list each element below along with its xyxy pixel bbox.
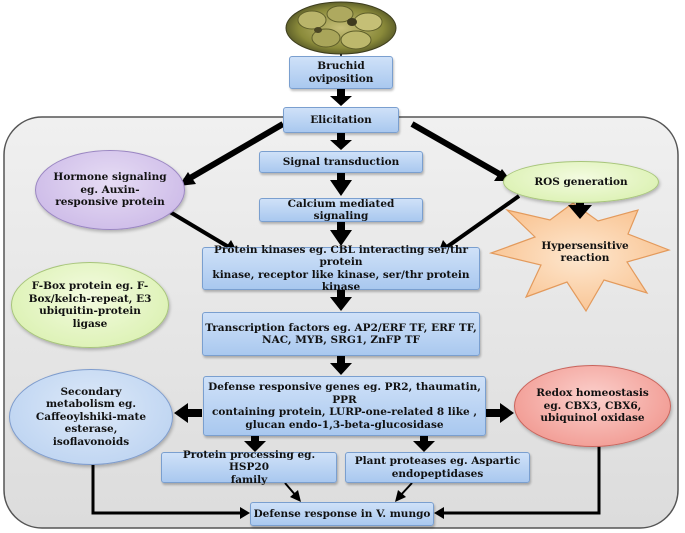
- hypersensitive-reaction-label: Hypersensitive reaction: [541, 239, 629, 265]
- protein-kinases-box: Protein kinases eg. CBL interacting ser/…: [202, 244, 480, 293]
- hormone-signaling-ellipse: Hormone signaling eg. Auxin- responsive …: [35, 150, 185, 230]
- arrow-transcription-genes: [330, 356, 352, 375]
- arrow-signal-calcium: [330, 173, 352, 196]
- secondary-metabolism-ellipse: Secondary metabolism eg. Caffeoylshiki-m…: [9, 369, 173, 465]
- arrow-elicitation-signal: [330, 133, 352, 150]
- arrow-bruchid-elicitation: [330, 89, 352, 106]
- defense-genes-box: Defense responsive genes eg. PR2, thauma…: [203, 376, 486, 436]
- bruchid-oviposition-box: Bruchid oviposition: [289, 56, 393, 89]
- calcium-signaling-box: Calcium mediated signaling: [259, 198, 423, 222]
- arrow-calcium-kinases: [330, 222, 352, 246]
- redox-homeostasis-ellipse: Redox homeostasis eg. CBX3, CBX6, ubiqui…: [514, 365, 671, 447]
- arrow-genes-secondary: [174, 403, 202, 423]
- arrow-genes-redox: [486, 403, 514, 423]
- protein-processing-box: Protein processing eg. HSP20 family: [161, 449, 337, 486]
- arrow-genes-processing: [244, 436, 266, 452]
- transcription-factors-box: Transcription factors eg. AP2/ERF TF, ER…: [202, 312, 480, 356]
- arrow-kinases-transcription: [330, 290, 352, 311]
- arrow-ros-hypersensitive: [568, 198, 592, 219]
- seed-image: [285, 1, 397, 55]
- fbox-protein-ellipse: F-Box protein eg. F- Box/kelch-repeat, E…: [11, 262, 169, 348]
- arrow-genes-proteases: [413, 436, 435, 452]
- ros-generation-ellipse: ROS generation: [503, 161, 659, 203]
- plant-proteases-box: Plant proteases eg. Aspartic endopeptida…: [345, 452, 530, 483]
- defense-response-box: Defense response in V. mungo: [250, 502, 434, 526]
- hypersensitive-star: [488, 202, 671, 313]
- signal-transduction-box: Signal transduction: [259, 151, 423, 173]
- elicitation-box: Elicitation: [283, 107, 399, 133]
